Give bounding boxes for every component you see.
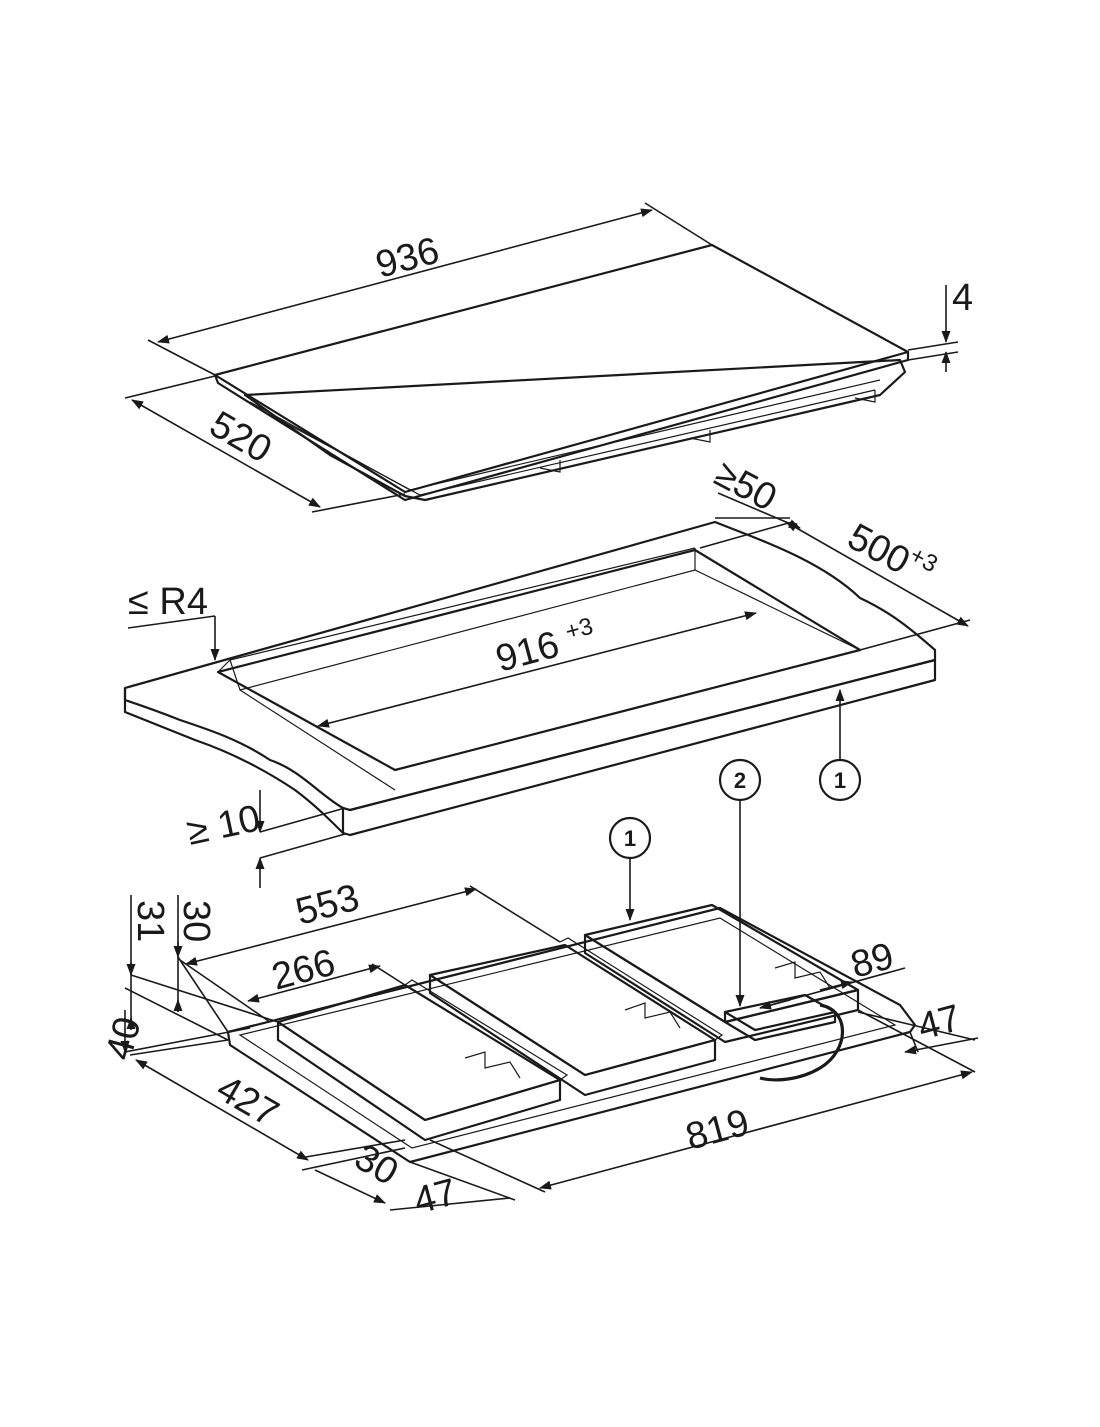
dim-30-front: 30 <box>301 1136 406 1204</box>
dim-hob-width: 936 <box>147 202 713 376</box>
dim-cutout-depth: 500 +3 <box>699 516 971 651</box>
dim-label-50: ≥50 <box>708 453 783 520</box>
callout-label-worktop: 1 <box>834 768 846 793</box>
dim-worktop-thickness: ≥ 10 <box>183 790 346 888</box>
dim-label-819: 819 <box>681 1102 753 1159</box>
dim-label-936: 936 <box>371 230 443 287</box>
callout-unit: 1 <box>608 816 652 921</box>
dim-label-40: 40 <box>98 1013 150 1065</box>
dim-label-89: 89 <box>846 935 898 987</box>
dim-label-47-right: 47 <box>913 997 965 1049</box>
dim-hob-depth: 520 <box>124 375 406 513</box>
dim-label-30-front: 30 <box>348 1136 406 1194</box>
dim-cutout-width: 916 +3 <box>317 611 757 728</box>
dim-label-31: 31 <box>129 900 171 942</box>
callout-label-connection: 2 <box>734 768 746 793</box>
worktop-illustration <box>123 520 937 837</box>
dim-label-916-tol: +3 <box>563 613 596 646</box>
dim-min-distance: ≥50 <box>708 453 801 529</box>
callout-label-unit: 1 <box>624 826 636 851</box>
induction-unit-3 <box>583 903 860 1024</box>
dim-hob-thickness: 4 <box>907 277 973 372</box>
underside-illustration <box>226 903 917 1164</box>
dim-label-427: 427 <box>210 1067 286 1135</box>
dim-corner-radius: ≤ R4 <box>127 581 220 661</box>
dim-553: 553 <box>179 877 561 1023</box>
dim-heights: 31 30 <box>126 895 279 1033</box>
dim-label-553: 553 <box>291 877 363 934</box>
callout-connection: 2 <box>718 758 762 1007</box>
dim-label-10: ≥ 10 <box>183 797 264 853</box>
base-frame <box>226 906 917 1164</box>
dim-label-916: 916 <box>491 624 563 681</box>
callout-worktop: 1 <box>818 689 862 802</box>
dim-label-500: 500 <box>841 516 917 583</box>
dim-label-r4: ≤ R4 <box>128 581 208 623</box>
dim-40: 40 <box>98 987 251 1065</box>
dim-label-47-front: 47 <box>409 1171 461 1223</box>
dim-47-right: 47 <box>857 997 979 1055</box>
dim-label-4: 4 <box>952 277 973 319</box>
dim-47-front: 47 <box>389 1161 516 1223</box>
dim-427: 427 <box>129 1039 406 1161</box>
dim-label-30-top: 30 <box>175 900 217 942</box>
induction-unit-1 <box>276 983 562 1122</box>
dim-label-266: 266 <box>267 942 339 999</box>
hob-illustration <box>213 243 910 502</box>
